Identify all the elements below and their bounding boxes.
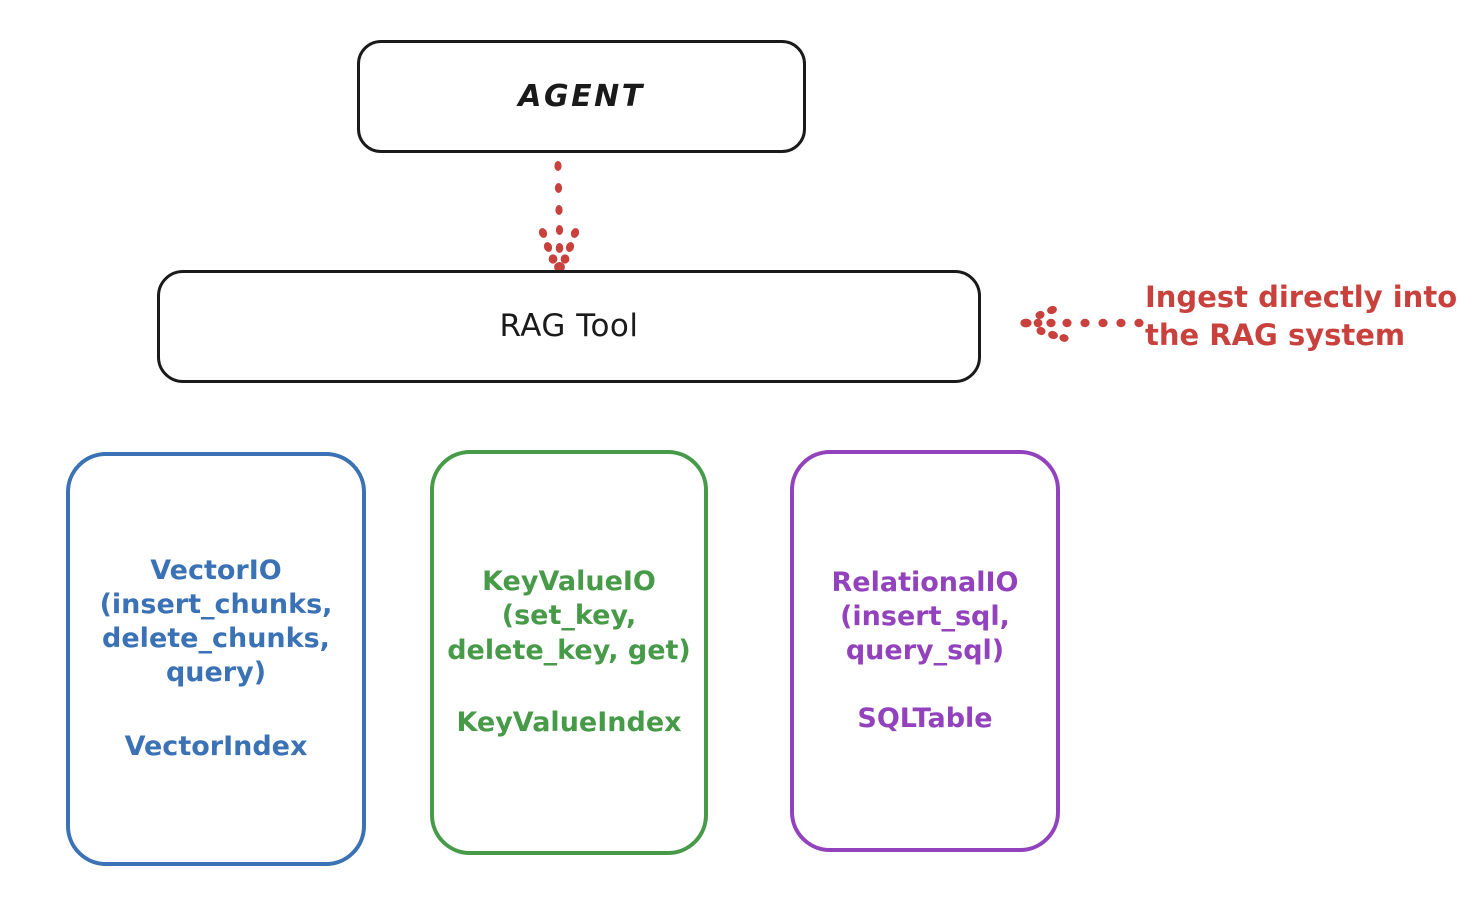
node-relational-io-label: RelationalIO (insert_sql, query_sql) — [831, 566, 1019, 666]
node-key-value-io-sublabel: KeyValueIndex — [456, 706, 682, 738]
connector-agent-to-rag-tool-arrow-icon — [538, 161, 580, 272]
annotation-ingest-text: Ingest directly into the RAG system — [1145, 280, 1458, 353]
node-agent-label: AGENT — [518, 78, 645, 114]
node-rag-tool[interactable]: RAG Tool — [157, 270, 981, 383]
node-key-value-io-label: KeyValueIO (set_key, delete_key, get) — [447, 566, 691, 666]
node-key-value-io[interactable]: KeyValueIO (set_key, delete_key, get) Ke… — [430, 450, 708, 855]
node-rag-tool-label: RAG Tool — [499, 307, 639, 344]
node-agent[interactable]: AGENT — [357, 40, 806, 153]
node-relational-io[interactable]: RelationalIO (insert_sql, query_sql) SQL… — [790, 450, 1060, 852]
node-relational-io-sublabel: SQLTable — [857, 703, 993, 735]
node-vector-io-sublabel: VectorIndex — [124, 731, 308, 763]
node-vector-io-label: VectorIO (insert_chunks, delete_chunks, … — [99, 554, 333, 688]
node-vector-io[interactable]: VectorIO (insert_chunks, delete_chunks, … — [66, 452, 366, 866]
connector-ingest-arrow-icon — [1020, 305, 1144, 342]
